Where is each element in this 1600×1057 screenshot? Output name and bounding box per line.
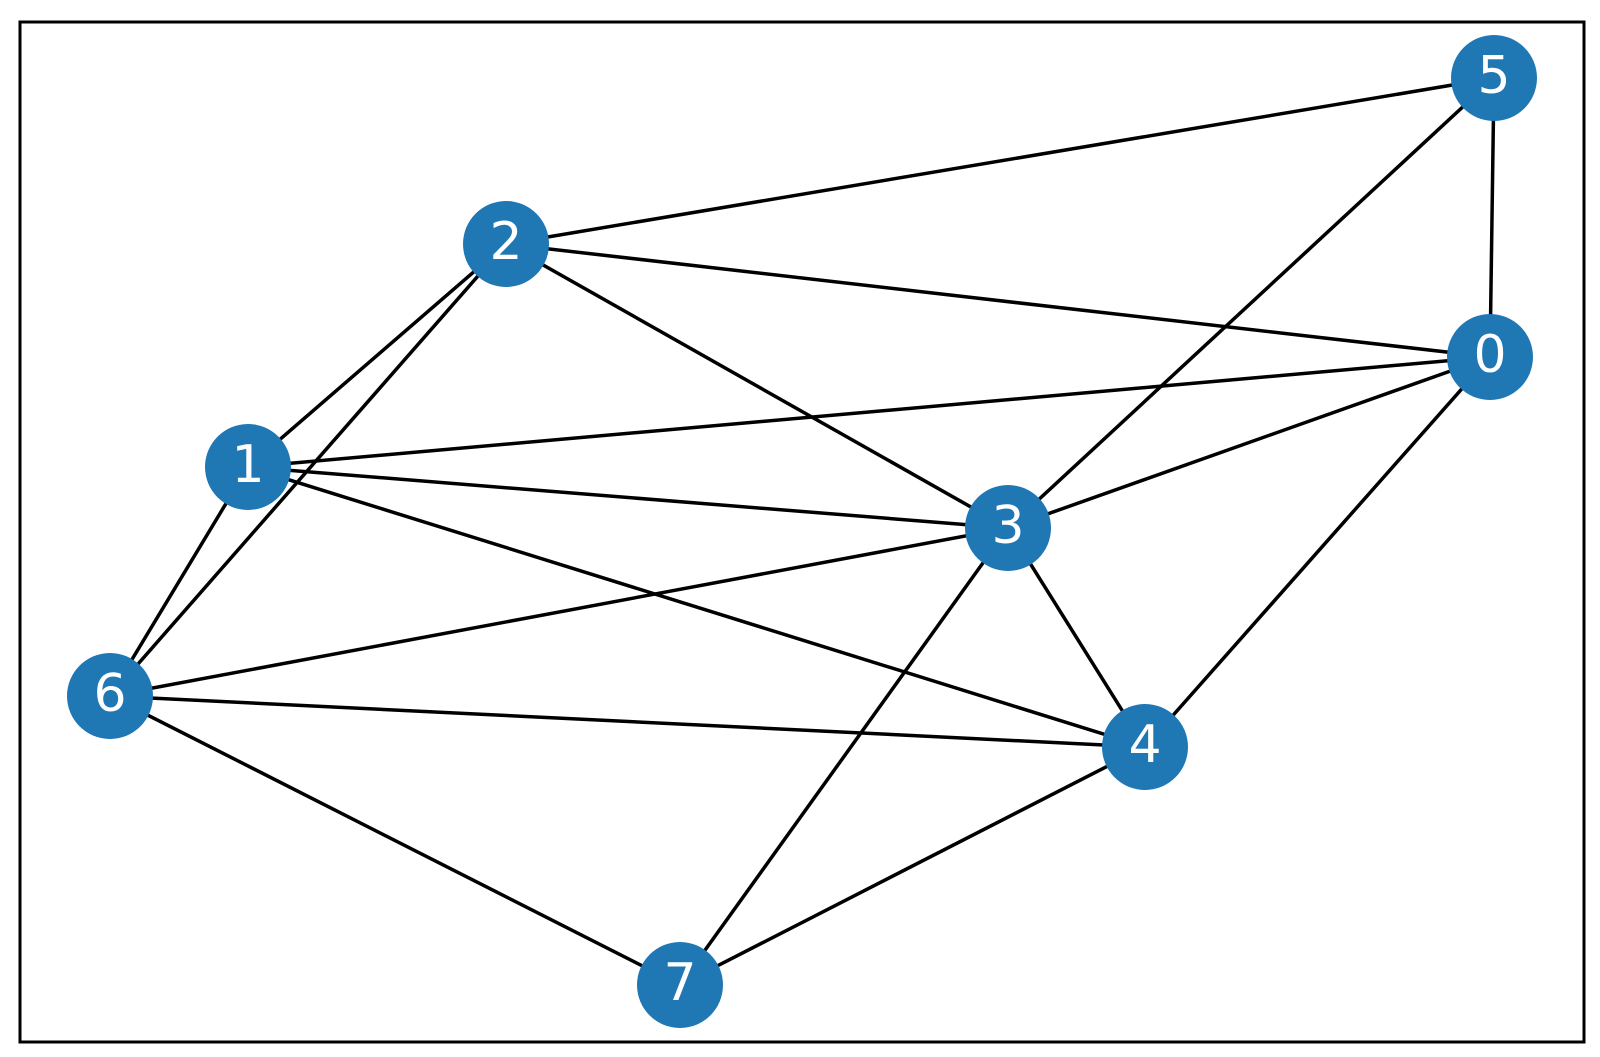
edge-0-3 bbox=[1007, 355, 1491, 530]
edge-3-4 bbox=[1006, 527, 1147, 748]
edge-1-6 bbox=[108, 466, 250, 697]
edge-4-7 bbox=[679, 745, 1146, 987]
edge-3-6 bbox=[109, 526, 1009, 698]
node-label-4: 4 bbox=[1128, 715, 1161, 775]
edge-0-4 bbox=[1143, 355, 1492, 749]
node-label-5: 5 bbox=[1477, 46, 1510, 106]
node-2: 2 bbox=[463, 201, 549, 287]
edges-layer bbox=[108, 76, 1496, 987]
edge-5-3 bbox=[1006, 76, 1496, 530]
edge-5-2 bbox=[505, 76, 1495, 246]
node-label-1: 1 bbox=[231, 435, 264, 495]
node-1: 1 bbox=[205, 424, 291, 510]
edge-2-3 bbox=[505, 242, 1009, 530]
node-circle-6 bbox=[67, 653, 153, 739]
node-0: 0 bbox=[1447, 314, 1533, 400]
node-circle-2 bbox=[463, 201, 549, 287]
node-7: 7 bbox=[637, 942, 723, 1028]
node-label-6: 6 bbox=[93, 664, 126, 724]
edge-1-4 bbox=[247, 465, 1146, 749]
plot-frame bbox=[18, 20, 1586, 1044]
node-circle-0 bbox=[1447, 314, 1533, 400]
node-6: 6 bbox=[67, 653, 153, 739]
nodes-layer: 0 1 2 3 4 5 6 7 bbox=[67, 35, 1537, 1028]
node-label-2: 2 bbox=[489, 212, 522, 272]
edge-6-7 bbox=[109, 694, 681, 987]
edge-2-1 bbox=[246, 242, 508, 469]
node-4: 4 bbox=[1102, 704, 1188, 790]
edge-5-0 bbox=[1488, 77, 1496, 358]
node-label-7: 7 bbox=[663, 953, 696, 1013]
edge-3-7 bbox=[678, 526, 1010, 987]
edge-1-3 bbox=[247, 465, 1009, 530]
edge-6-4 bbox=[109, 694, 1146, 749]
node-label-0: 0 bbox=[1473, 325, 1506, 385]
node-circle-5 bbox=[1451, 35, 1537, 121]
edge-2-6 bbox=[108, 242, 508, 698]
edge-0-1 bbox=[247, 355, 1491, 469]
node-circle-4 bbox=[1102, 704, 1188, 790]
node-circle-3 bbox=[965, 485, 1051, 571]
node-label-3: 3 bbox=[991, 496, 1024, 556]
node-circle-1 bbox=[205, 424, 291, 510]
node-5: 5 bbox=[1451, 35, 1537, 121]
node-circle-7 bbox=[637, 942, 723, 1028]
node-3: 3 bbox=[965, 485, 1051, 571]
edge-2-0 bbox=[505, 242, 1491, 359]
